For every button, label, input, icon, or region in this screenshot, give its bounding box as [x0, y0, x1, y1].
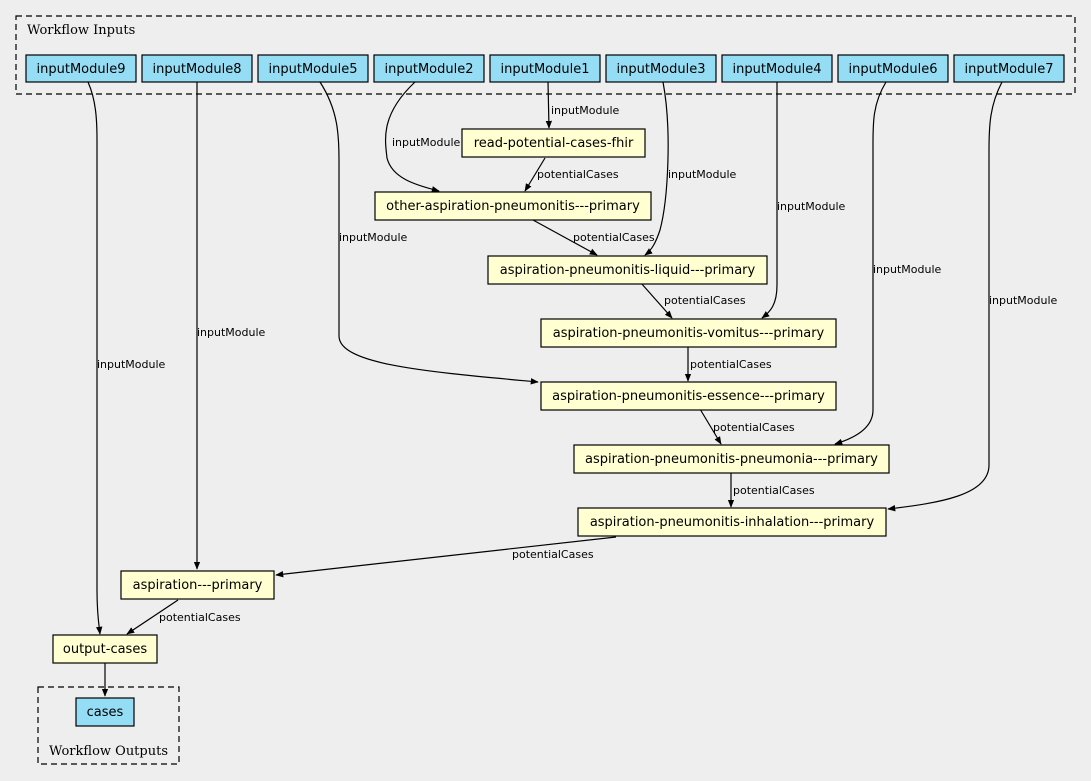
step-node-aspiration-pneumonitis-pneumonia-primary[interactable]: aspiration-pneumonitis-pneumonia---prima… — [573, 444, 890, 474]
input-node-inputmodule1[interactable]: inputModule1 — [489, 54, 601, 83]
node-label: cases — [87, 705, 124, 720]
node-label: aspiration-pneumonitis-pneumonia---prima… — [585, 452, 878, 467]
edge-inhalation-aspiration — [275, 536, 617, 578]
edge-label: inputModule — [339, 231, 408, 244]
edge-label: inputModule — [668, 168, 737, 181]
edge-label: inputModule — [197, 326, 266, 339]
node-label: inputModule2 — [385, 62, 474, 77]
edge-label: inputModule — [551, 104, 620, 117]
input-node-inputmodule3[interactable]: inputModule3 — [605, 54, 717, 83]
edge-label: inputModule — [97, 358, 166, 371]
node-label: aspiration-pneumonitis-vomitus---primary — [553, 326, 825, 341]
edge-other-liquid — [532, 219, 598, 256]
step-node-other-aspiration-pneumonitis-primary[interactable]: other-aspiration-pneumonitis---primary — [374, 191, 652, 221]
input-node-inputmodule5[interactable]: inputModule5 — [257, 54, 369, 83]
edge-label: inputModule — [777, 200, 846, 213]
workflow-inputs-label: Workflow Inputs — [27, 23, 135, 38]
node-label: inputModule7 — [965, 62, 1054, 77]
edge-inputmodule5-essence — [319, 81, 539, 385]
input-nodes: inputModule9 inputModule8 inputModule5 i… — [25, 54, 1065, 83]
edge-label: inputModule — [989, 294, 1058, 307]
edge-inputmodule2-other — [384, 81, 440, 193]
edge-inputmodule1-read — [545, 81, 553, 129]
workflow-inputs-border — [15, 15, 1076, 95]
edge-label: potentialCases — [733, 484, 815, 497]
node-label: inputModule4 — [733, 62, 822, 77]
edge-inputmodule3-liquid — [644, 81, 669, 256]
node-label: read-potential-cases-fhir — [474, 136, 634, 151]
edge-read-other — [524, 157, 546, 192]
edge-label: potentialCases — [512, 548, 594, 561]
input-node-inputmodule8[interactable]: inputModule8 — [141, 54, 253, 83]
edge-inputmodule9-output — [87, 81, 103, 635]
edge-label: potentialCases — [573, 231, 655, 244]
workflow-outputs-cluster: Workflow Outputs — [37, 686, 180, 765]
node-label: inputModule9 — [37, 62, 126, 77]
step-node-aspiration-pneumonitis-vomitus-primary[interactable]: aspiration-pneumonitis-vomitus---primary — [540, 318, 837, 348]
edge-label: potentialCases — [159, 611, 241, 624]
input-node-inputmodule9[interactable]: inputModule9 — [25, 54, 137, 83]
edge-inputmodule7-inhalation — [887, 81, 1003, 512]
edge-inputmodule4-vomitus — [761, 82, 778, 319]
edge-label: potentialCases — [713, 421, 795, 434]
input-node-inputmodule4[interactable]: inputModule4 — [721, 54, 833, 83]
input-node-inputmodule6[interactable]: inputModule6 — [837, 54, 949, 83]
node-label: aspiration-pneumonitis-inhalation---prim… — [590, 515, 875, 530]
edge-label: potentialCases — [537, 168, 619, 181]
output-node-cases[interactable]: cases — [75, 697, 135, 727]
step-node-aspiration-pneumonitis-inhalation-primary[interactable]: aspiration-pneumonitis-inhalation---prim… — [577, 507, 887, 537]
edge-liquid-vomitus — [640, 282, 673, 319]
edges: inputModule potentialCases inputModule p… — [87, 81, 1058, 697]
node-label: aspiration---primary — [133, 578, 263, 593]
edge-essence-pneumonia — [699, 408, 722, 445]
node-label: other-aspiration-pneumonitis---primary — [386, 199, 640, 214]
input-node-inputmodule7[interactable]: inputModule7 — [953, 54, 1065, 83]
edge-aspiration-output — [126, 599, 179, 635]
step-node-aspiration-primary[interactable]: aspiration---primary — [120, 570, 275, 600]
edge-label: potentialCases — [664, 294, 746, 307]
edge-label: potentialCases — [690, 358, 772, 371]
step-node-read-potential-cases-fhir[interactable]: read-potential-cases-fhir — [461, 128, 646, 158]
edge-label: inputModule — [873, 263, 942, 276]
edge-inputmodule6-pneumonia — [834, 81, 887, 445]
node-label: aspiration-pneumonitis-liquid---primary — [500, 263, 756, 278]
step-node-output-cases[interactable]: output-cases — [52, 634, 158, 664]
output-nodes: cases — [75, 697, 135, 727]
workflow-outputs-label: Workflow Outputs — [49, 744, 168, 759]
input-node-inputmodule2[interactable]: inputModule2 — [373, 54, 485, 83]
step-node-aspiration-pneumonitis-liquid-primary[interactable]: aspiration-pneumonitis-liquid---primary — [487, 255, 768, 285]
workflow-outputs-border — [37, 686, 180, 765]
node-label: aspiration-pneumonitis-essence---primary — [552, 389, 825, 404]
node-label: output-cases — [63, 642, 147, 657]
node-label: inputModule1 — [501, 62, 590, 77]
step-nodes: read-potential-cases-fhir other-aspirati… — [52, 128, 890, 664]
node-label: inputModule3 — [617, 62, 706, 77]
node-label: inputModule6 — [849, 62, 938, 77]
node-label: inputModule5 — [269, 62, 358, 77]
step-node-aspiration-pneumonitis-essence-primary[interactable]: aspiration-pneumonitis-essence---primary — [540, 381, 837, 411]
workflow-inputs-cluster: Workflow Inputs — [15, 15, 1076, 95]
node-label: inputModule8 — [153, 62, 242, 77]
edge-label: inputModule — [392, 136, 461, 149]
